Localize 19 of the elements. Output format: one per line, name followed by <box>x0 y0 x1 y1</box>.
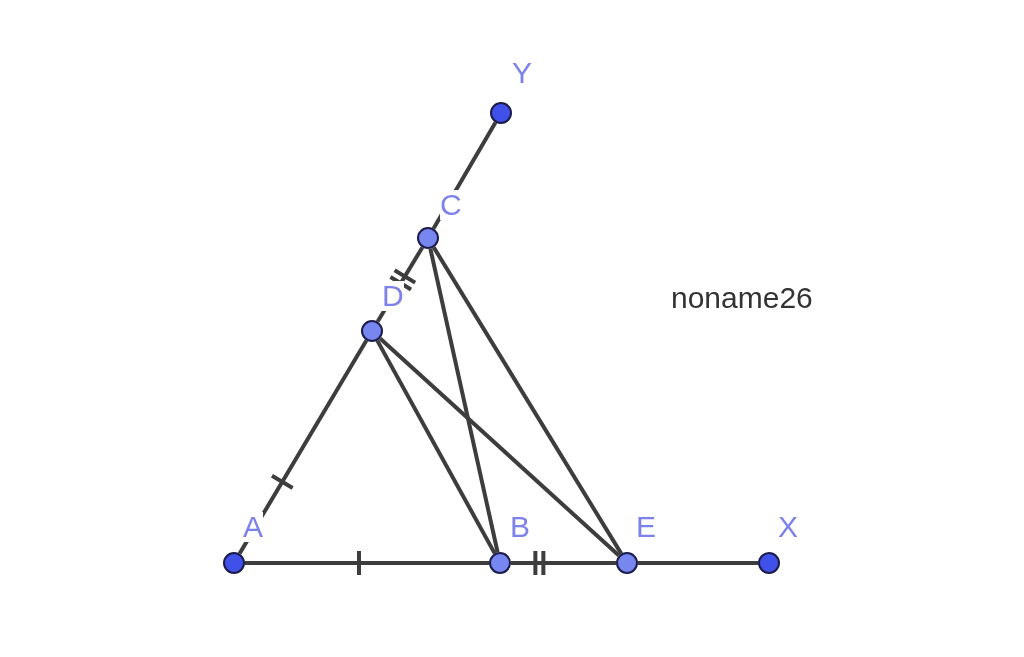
point-dot <box>223 552 245 574</box>
line-segment <box>511 561 616 565</box>
point-dot <box>361 320 383 342</box>
line-segment <box>428 248 500 553</box>
line-segment <box>378 336 621 558</box>
figure-name: noname26 <box>671 282 813 314</box>
point-dot <box>758 552 780 574</box>
line-segment <box>245 561 489 565</box>
line-segment <box>638 561 758 565</box>
line-segment <box>432 246 623 555</box>
point-label: D <box>382 281 404 311</box>
point-dot <box>616 552 638 574</box>
point-dot <box>489 552 511 574</box>
point-dot <box>490 102 512 124</box>
point-label: A <box>243 512 263 542</box>
point-dot <box>417 227 439 249</box>
line-segment <box>375 339 497 555</box>
line-segment <box>237 339 369 555</box>
point-label: C <box>440 190 462 220</box>
